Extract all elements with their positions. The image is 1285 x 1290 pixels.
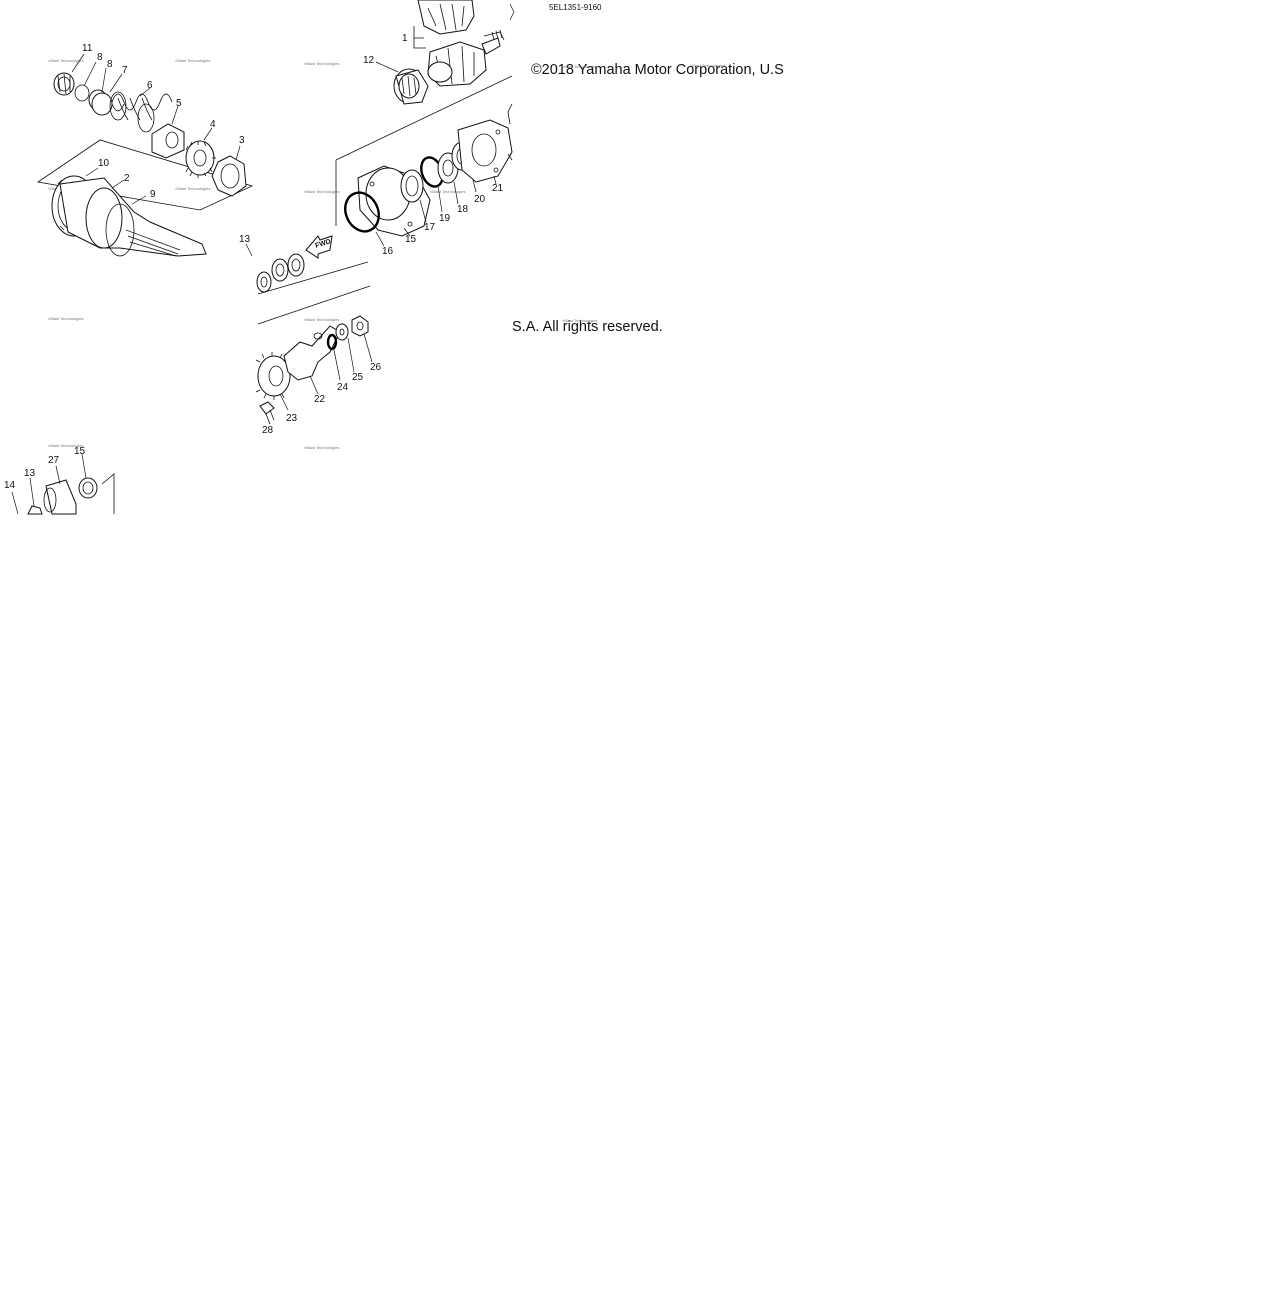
group-outline	[36, 139, 254, 211]
watermark: ≈Blast Technologies	[175, 186, 210, 191]
callout-24: 24	[337, 382, 349, 393]
watermark: ≈Blast Technologies	[48, 58, 83, 63]
callout-1: 1	[402, 33, 408, 44]
clutch-shaft-group: 11 8 8 7 6 5 4 3	[36, 43, 254, 257]
nut-3	[211, 155, 247, 197]
yoke-22	[283, 325, 341, 381]
group-outline-lower	[257, 261, 371, 325]
needle-bearing-12: 12	[363, 55, 429, 105]
callout-25: 25	[352, 372, 364, 383]
callout-14: 14	[4, 480, 16, 491]
copyright-line-1: ©2018 Yamaha Motor Corporation, U.S	[531, 62, 784, 78]
yoke-group: 23 22 24 25 26 28	[255, 315, 382, 436]
o-ring-24	[326, 333, 338, 351]
bearing-17	[400, 169, 424, 203]
callout-21: 21	[492, 183, 504, 194]
gear-shaft	[481, 37, 501, 55]
callout-7: 7	[122, 65, 128, 76]
callout-18: 18	[457, 204, 469, 215]
callout-6: 6	[147, 80, 153, 91]
callout-27: 27	[48, 455, 60, 466]
compression-spring-6	[111, 93, 173, 121]
callout-5: 5	[176, 98, 182, 109]
nut-26	[351, 315, 369, 337]
callout-3: 3	[239, 135, 245, 146]
watermark: ≈Blast Technologies	[175, 58, 210, 63]
callout-12: 12	[363, 55, 375, 66]
watermark: ≈Blast Technologies	[48, 316, 83, 321]
dog-clutch-5	[151, 123, 185, 159]
callout-19: 19	[439, 213, 451, 224]
group-outline-bottom	[101, 473, 115, 514]
watermark: ≈Blast Technologies	[304, 189, 339, 194]
callout-15b: 15	[74, 446, 86, 457]
o-ring-9	[105, 203, 135, 257]
watermark: ≈Blast Technologies	[690, 63, 725, 68]
callout-20: 20	[474, 194, 486, 205]
watermark: ≈Blast Technologies	[304, 445, 339, 450]
bevel-gear-assembly-1: 1	[402, 0, 515, 87]
watermark: ≈Blast Technologies	[562, 318, 597, 323]
oil-seals-13	[256, 253, 305, 293]
part-code-label: 5EL1351-9160	[549, 3, 602, 12]
callout-13a: 13	[239, 234, 251, 245]
watermark: ≈Blast Technologies	[562, 64, 597, 69]
callout-23: 23	[286, 413, 298, 424]
o-ring-16	[344, 191, 380, 233]
fwd-arrow-icon: FWD	[305, 235, 333, 259]
bushing-27	[45, 479, 77, 515]
watermark: ≈Blast Technologies	[304, 317, 339, 322]
bushing-group: 27 15 13 14	[4, 446, 115, 515]
callout-4: 4	[210, 119, 216, 130]
fwd-label: FWD	[314, 238, 331, 250]
callout-9: 9	[150, 189, 156, 200]
callout-28: 28	[262, 425, 274, 436]
watermark: ≈Blast Technologies	[48, 443, 83, 448]
callout-15: 15	[405, 234, 417, 245]
callout-11: 11	[82, 43, 93, 54]
group-outline-upper	[335, 75, 513, 226]
bracket-1	[413, 26, 426, 49]
callout-2: 2	[124, 173, 130, 184]
callout-10: 10	[98, 158, 110, 169]
housing-group: 15 16 17 19 18 20 21	[239, 75, 513, 325]
bevel-gear-upper	[417, 0, 475, 35]
callout-22: 22	[314, 394, 326, 405]
seal-13	[27, 505, 43, 515]
watermark: ≈Blast Technologies	[430, 189, 465, 194]
bolt-28	[259, 401, 275, 415]
callout-8b: 8	[107, 59, 113, 70]
callout-26: 26	[370, 362, 382, 373]
watermark: ≈Blast Technologies	[304, 61, 339, 66]
callout-8a: 8	[97, 52, 103, 63]
copyright-line-2: S.A. All rights reserved.	[512, 319, 663, 335]
seal-15	[78, 477, 98, 499]
callout-16: 16	[382, 246, 394, 257]
callout-13b: 13	[24, 468, 36, 479]
gasket-21	[457, 119, 513, 183]
callout-17: 17	[424, 222, 436, 233]
washer-25	[335, 323, 349, 341]
